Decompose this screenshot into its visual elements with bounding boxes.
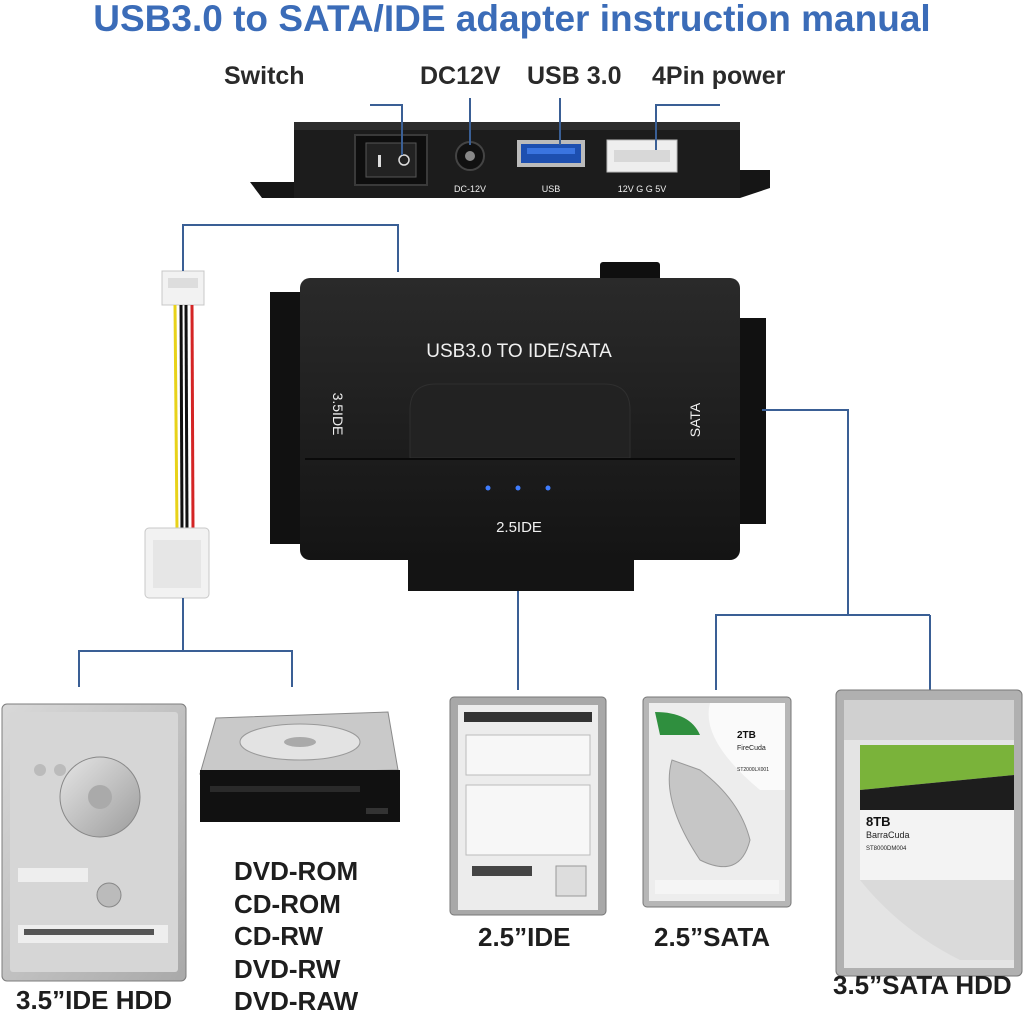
dvd-list-item: DVD-RW xyxy=(234,953,341,984)
sata25-capacity: 2TB xyxy=(737,730,756,741)
dvd-compat-list: DVD-ROM CD-ROM CD-RW DVD-RW DVD-RAW xyxy=(234,855,358,1018)
dc12v-label: DC12V xyxy=(420,62,501,90)
hdd-25-sata-image: 2TB FireCuda ST2000LX001 xyxy=(642,696,792,908)
sata35-model: BarraCuda xyxy=(866,830,910,840)
sata25-part: ST2000LX001 xyxy=(737,767,769,773)
caption-25-ide: 2.5”IDE xyxy=(478,922,571,952)
hdd-35-sata-image: 8TB BarraCuda ST8000DM004 xyxy=(835,689,1023,977)
adapter-name: USB3.0 TO IDE/SATA xyxy=(426,341,612,362)
adapter-sata-label: SATA xyxy=(687,402,703,437)
dvd-list-item: DVD-RAW xyxy=(234,986,359,1016)
dvd-list-item: CD-ROM xyxy=(234,888,341,919)
sata25-model: FireCuda xyxy=(737,745,766,752)
port-pointers xyxy=(370,98,720,155)
dvd-drive-image xyxy=(199,711,400,822)
caption-35-sata-hdd: 3.5”SATA HDD xyxy=(833,970,1012,1000)
back-panel: DC-12V USB 12V G G 5V xyxy=(250,122,770,198)
adapter-25ide-label: 2.5IDE xyxy=(496,519,542,536)
usb30-label: USB 3.0 xyxy=(527,62,622,90)
power-panel-text: 12V G G 5V xyxy=(618,184,667,194)
device-connector-lines xyxy=(78,409,931,690)
caption-35-ide-hdd: 3.5”IDE HDD xyxy=(16,985,173,1015)
sata35-part: ST8000DM004 xyxy=(866,846,907,852)
usb-panel-text: USB xyxy=(542,184,561,194)
hdd-25-ide-image xyxy=(449,696,607,916)
adapter-body: USB3.0 TO IDE/SATA 3.5IDE SATA 2.5IDE xyxy=(270,262,766,591)
cable-connector-line xyxy=(182,224,399,272)
dvd-list-item: CD-RW xyxy=(234,921,324,951)
switch-label: Switch xyxy=(224,62,305,90)
power-cable xyxy=(144,270,210,599)
sata35-capacity: 8TB xyxy=(866,814,891,829)
adapter-35ide-label: 3.5IDE xyxy=(330,393,346,436)
power-4pin-label: 4Pin power xyxy=(652,62,786,90)
caption-25-sata: 2.5”SATA xyxy=(654,922,771,952)
dc12v-panel-text: DC-12V xyxy=(454,184,486,194)
dvd-list-item: DVD-ROM xyxy=(234,856,359,886)
page-title: USB3.0 to SATA/IDE adapter instruction m… xyxy=(93,0,931,39)
hdd-35-ide-image xyxy=(1,703,187,982)
